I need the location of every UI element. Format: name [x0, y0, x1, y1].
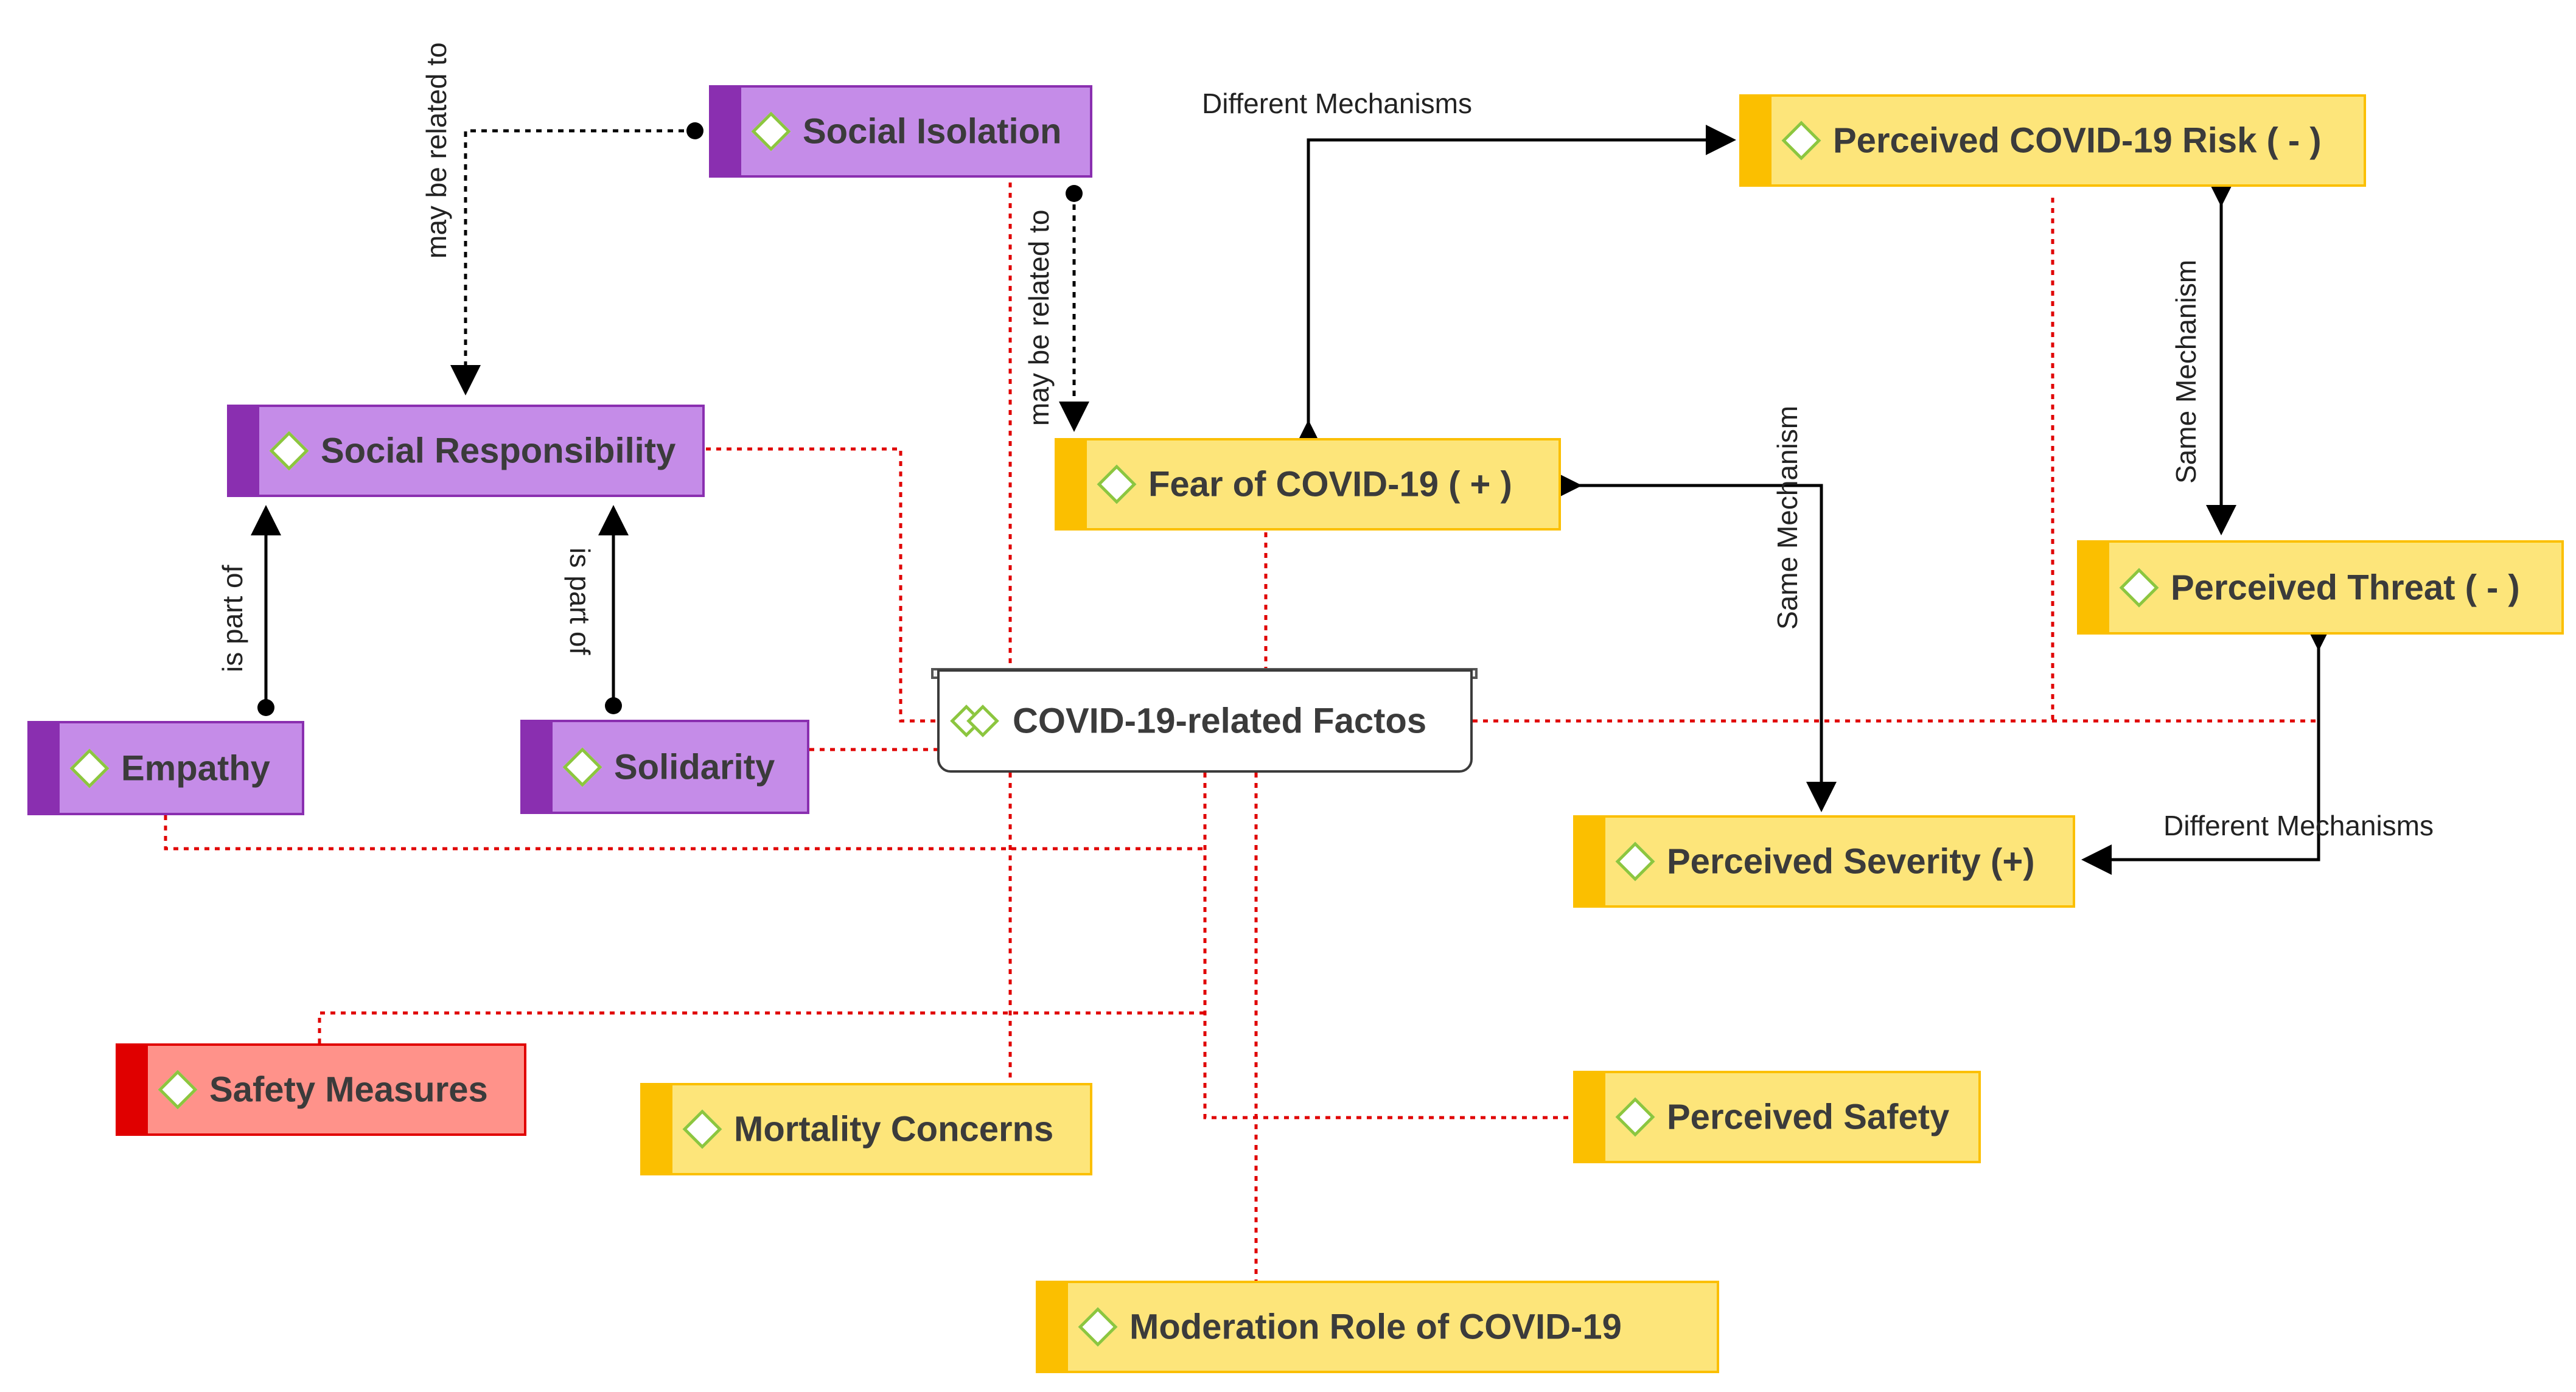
- edge-label-same-mech-right: Same Mechanism: [2170, 259, 2202, 484]
- topic-color-strip: [1576, 818, 1605, 905]
- topic-color-strip: [118, 1046, 148, 1133]
- topic-perceived-threat[interactable]: Perceived Threat ( - ): [2077, 540, 2564, 635]
- diamond-icon: [158, 1070, 198, 1110]
- diamond-icon: [1615, 1097, 1655, 1137]
- diamond-icon: [562, 746, 602, 787]
- topic-social-responsibility[interactable]: Social Responsibility: [227, 405, 705, 497]
- topic-label: Safety Measures: [209, 1070, 488, 1110]
- topic-safety-measures[interactable]: Safety Measures: [116, 1043, 526, 1136]
- diamond-icon: [682, 1109, 722, 1149]
- edge-same-mech-mid: [1552, 470, 1837, 812]
- topic-color-strip: [1576, 1073, 1605, 1161]
- edge-label-diff-mech-top: Different Mechanisms: [1202, 88, 1472, 119]
- edge-iso-to-fear-dot: [1066, 185, 1083, 202]
- topic-empathy[interactable]: Empathy: [27, 721, 304, 815]
- topic-label: Fear of COVID-19 ( + ): [1148, 464, 1512, 504]
- central-topic-label: COVID-19-related Factos: [1013, 701, 1427, 741]
- topic-label: Perceived Severity (+): [1667, 841, 2035, 882]
- topic-label: Empathy: [121, 748, 270, 788]
- topic-label: Social Responsibility: [321, 431, 676, 471]
- topic-color-strip: [30, 723, 60, 813]
- topic-label: Moderation Role of COVID-19: [1129, 1307, 1622, 1347]
- central-topic[interactable]: COVID-19-related Factos: [937, 669, 1473, 773]
- topic-label: Solidarity: [614, 747, 775, 787]
- diamond-icon: [751, 111, 791, 151]
- topic-color-strip: [1038, 1283, 1068, 1371]
- diamond-icon: [1781, 120, 1821, 161]
- diamond-icon: [69, 748, 110, 788]
- topic-fear-of-covid[interactable]: Fear of COVID-19 ( + ): [1055, 438, 1561, 531]
- edge-iso-to-resp-dot: [686, 122, 703, 139]
- topic-label: Mortality Concerns: [734, 1109, 1054, 1149]
- edge-label-empathy-part: is part of: [217, 565, 248, 672]
- edge-iso-to-resp: [450, 129, 695, 395]
- edge-solidarity-part-dot: [605, 697, 622, 714]
- topic-label: Perceived Safety: [1667, 1097, 1950, 1137]
- topic-perceived-covid-risk[interactable]: Perceived COVID-19 Risk ( - ): [1739, 94, 2366, 187]
- topic-color-strip: [523, 722, 553, 812]
- edge-diff-mech-top: [1293, 125, 1736, 450]
- edge-diff-mech-bottom: [2081, 621, 2334, 875]
- topic-moderation-role[interactable]: Moderation Role of COVID-19: [1036, 1281, 1719, 1373]
- link-social-responsibility: [706, 447, 937, 723]
- link-perceived-safety: [1203, 773, 1573, 1119]
- diamond-icon: [2119, 567, 2159, 608]
- edge-label-solidarity-part: is part of: [564, 548, 596, 655]
- topic-color-strip: [1057, 440, 1087, 528]
- link-empathy: [164, 815, 1205, 851]
- topic-mortality-concerns[interactable]: Mortality Concerns: [640, 1083, 1092, 1175]
- topic-color-strip: [711, 88, 741, 175]
- topic-label: Perceived Threat ( - ): [2171, 568, 2520, 607]
- topic-social-isolation[interactable]: Social Isolation: [709, 85, 1092, 178]
- topic-color-strip: [229, 407, 259, 495]
- diamond-icon: [1615, 841, 1655, 882]
- edge-label-diff-mech-bottom: Different Mechanisms: [2163, 810, 2434, 841]
- topic-perceived-severity[interactable]: Perceived Severity (+): [1573, 815, 2075, 908]
- edge-label-iso-to-resp: may be related to: [421, 42, 452, 259]
- link-safety-measures: [318, 1011, 1205, 1043]
- topic-solidarity[interactable]: Solidarity: [520, 720, 809, 814]
- topic-color-strip: [1742, 97, 1771, 184]
- diamond-icon: [269, 431, 309, 471]
- topic-perceived-safety[interactable]: Perceived Safety: [1573, 1071, 1981, 1163]
- topic-color-strip: [2079, 543, 2109, 632]
- edge-empathy-part-dot: [257, 699, 274, 716]
- topic-label: Perceived COVID-19 Risk ( - ): [1833, 120, 2322, 161]
- edge-label-iso-to-fear: may be related to: [1023, 209, 1055, 426]
- diamond-icon: [1097, 464, 1137, 504]
- diamond-icon: [1078, 1307, 1118, 1347]
- topic-label: Social Isolation: [803, 111, 1062, 151]
- topic-color-strip: [643, 1085, 672, 1173]
- edge-label-same-mech-mid: Same Mechanism: [1771, 405, 1803, 630]
